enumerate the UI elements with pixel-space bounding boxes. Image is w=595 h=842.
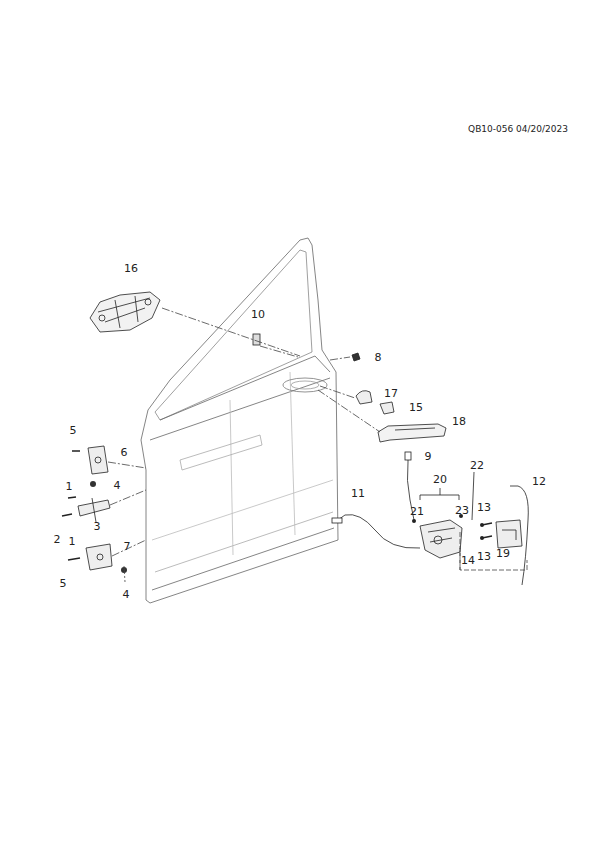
callout-number: 6 xyxy=(121,447,128,458)
callout-number: 21 xyxy=(410,506,424,517)
callout-number: 9 xyxy=(425,451,432,462)
bolt xyxy=(352,353,360,361)
outside-handle xyxy=(378,424,446,442)
callout-number: 11 xyxy=(351,488,365,499)
callout-number: 20 xyxy=(433,474,447,485)
callout-number: 5 xyxy=(70,425,77,436)
upper-hinge xyxy=(72,446,108,474)
door-lock xyxy=(420,520,462,558)
door-panel xyxy=(141,238,338,603)
callout-number: 18 xyxy=(452,416,466,427)
callout-number: 17 xyxy=(384,388,398,399)
bracket-part xyxy=(380,402,394,414)
header-code: QB10-056 04/20/2023 xyxy=(468,125,568,134)
callout-number: 23 xyxy=(455,505,469,516)
callout-number: 15 xyxy=(409,402,423,413)
callout-number: 10 xyxy=(251,309,265,320)
callout-number: 7 xyxy=(124,541,131,552)
callout-number: 1 xyxy=(66,481,73,492)
callout-number: 16 xyxy=(124,263,138,274)
handle-cap xyxy=(356,391,372,404)
callout-number: 4 xyxy=(123,589,130,600)
rod-22 xyxy=(472,472,474,520)
callout-number: 13 xyxy=(477,502,491,513)
cable-11 xyxy=(335,515,420,549)
callout-number: 8 xyxy=(375,352,382,363)
callout-number: 5 xyxy=(60,578,67,589)
callout-number: 3 xyxy=(94,521,101,532)
callout-number: 22 xyxy=(470,460,484,471)
lower-hinge xyxy=(68,544,112,570)
callout-number: 12 xyxy=(532,476,546,487)
callout-number: 14 xyxy=(461,555,475,566)
striker xyxy=(496,520,522,548)
callout-number: 19 xyxy=(496,548,510,559)
callout-number: 4 xyxy=(114,480,121,491)
bracket-group xyxy=(460,532,527,570)
inner-handle-module xyxy=(90,292,160,332)
leader-lines xyxy=(108,308,380,582)
callout-number: 2 xyxy=(54,534,61,545)
clip xyxy=(253,334,260,345)
bracket-20 xyxy=(420,488,459,500)
check-strap xyxy=(62,497,110,522)
callout-number: 1 xyxy=(69,536,76,547)
callout-number: 13 xyxy=(477,551,491,562)
